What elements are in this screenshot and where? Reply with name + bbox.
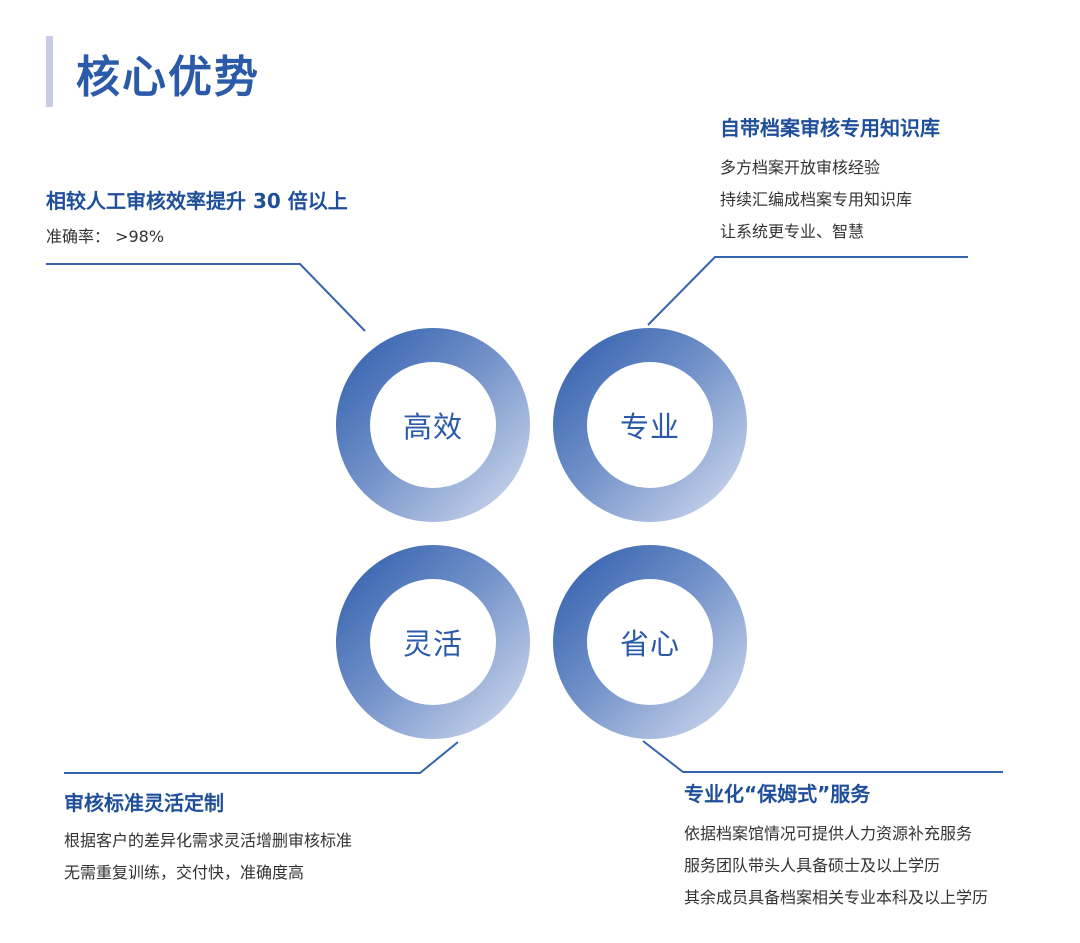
efficiency-block: 相较人工审核效率提升 30 倍以上 准确率： >98% <box>46 187 348 247</box>
flexible-line: 根据客户的差异化需求灵活增删审核标准 <box>64 831 353 850</box>
flexible-line: 无需重复训练，交付快，准确度高 <box>64 863 305 882</box>
worry-free-block: 专业化“保姆式”服务 依据档案馆情况可提供人力资源补充服务 服务团队带头人具备硕… <box>684 780 988 908</box>
efficiency-line: 准确率： >98% <box>46 227 165 246</box>
worry-free-title: 专业化“保姆式”服务 <box>684 782 871 806</box>
worry-free-line: 依据档案馆情况可提供人力资源补充服务 <box>684 824 973 843</box>
worry-free-connector <box>642 740 1003 773</box>
page-title: 核心优势 <box>76 52 260 103</box>
flexible-ring-label: 灵活 <box>402 627 463 661</box>
worry-free-line: 其余成员具备档案相关专业本科及以上学历 <box>684 888 989 907</box>
professional-block: 自带档案审核专用知识库 多方档案开放审核经验 持续汇编成档案专用知识库 让系统更… <box>720 114 940 242</box>
efficiency-ring: 高效 <box>336 328 530 522</box>
professional-line: 持续汇编成档案专用知识库 <box>720 190 913 209</box>
flexible-ring: 灵活 <box>336 545 530 739</box>
professional-ring: 专业 <box>553 328 747 522</box>
efficiency-ring-label: 高效 <box>402 410 463 444</box>
flexible-title: 审核标准灵活定制 <box>64 791 224 815</box>
efficiency-connector <box>46 263 366 332</box>
professional-title: 自带档案审核专用知识库 <box>720 116 940 140</box>
worry-free-ring-label: 省心 <box>619 627 680 661</box>
worry-free-line: 服务团队带头人具备硕士及以上学历 <box>684 856 941 875</box>
professional-ring-label: 专业 <box>619 410 680 444</box>
flexible-connector <box>64 741 459 774</box>
title-accent-bar <box>46 36 53 107</box>
professional-line: 让系统更专业、智慧 <box>720 222 865 241</box>
efficiency-title: 相较人工审核效率提升 30 倍以上 <box>46 189 348 213</box>
professional-connector <box>647 256 968 326</box>
worry-free-ring: 省心 <box>553 545 747 739</box>
professional-line: 多方档案开放审核经验 <box>720 158 881 177</box>
flexible-block: 审核标准灵活定制 根据客户的差异化需求灵活增删审核标准 无需重复训练，交付快，准… <box>64 789 352 883</box>
